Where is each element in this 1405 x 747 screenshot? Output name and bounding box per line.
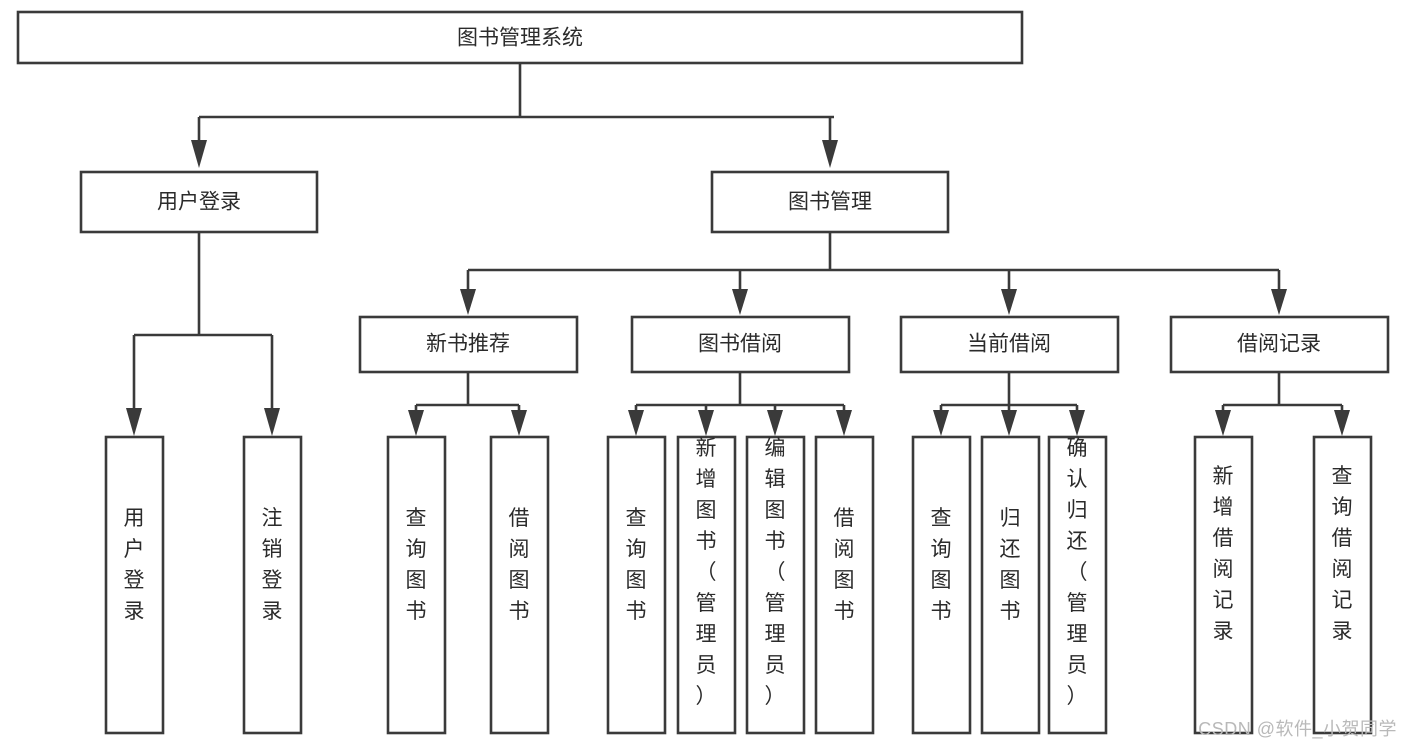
node-user-login-label: 用户登录 bbox=[157, 191, 241, 214]
node-current-borrow[interactable]: 当前借阅 bbox=[899, 315, 1120, 374]
node-borrow-record[interactable]: 借阅记录 bbox=[1169, 315, 1390, 374]
node-leaf-edit-book[interactable]: 编辑图书（管理员） bbox=[745, 435, 806, 735]
node-leaf-query-book-1[interactable]: 查询图书 bbox=[386, 435, 447, 735]
node-current-borrow-label: 当前借阅 bbox=[967, 333, 1051, 356]
node-leaf-add-record[interactable]: 新增借阅记录 bbox=[1193, 435, 1254, 735]
node-leaf-user-logout[interactable]: 注销登录 bbox=[242, 435, 303, 735]
node-new-book-recommend[interactable]: 新书推荐 bbox=[358, 315, 579, 374]
node-leaf-query-book-2-label: 查询图书 bbox=[626, 507, 647, 623]
connector-currentborrow-to-leaves bbox=[933, 372, 1085, 436]
node-leaf-borrow-book-2-label: 借阅图书 bbox=[834, 507, 855, 623]
node-root[interactable]: 图书管理系统 bbox=[16, 10, 1024, 65]
node-user-login[interactable]: 用户登录 bbox=[79, 170, 319, 234]
node-root-label: 图书管理系统 bbox=[457, 27, 583, 50]
node-borrow-record-label: 借阅记录 bbox=[1237, 333, 1321, 356]
node-book-manage[interactable]: 图书管理 bbox=[710, 170, 950, 234]
node-leaf-confirm-return[interactable]: 确认归还（管理员） bbox=[1047, 435, 1108, 735]
node-leaf-borrow-book-1[interactable]: 借阅图书 bbox=[489, 435, 550, 735]
node-leaf-query-book-1-label: 查询图书 bbox=[406, 507, 427, 623]
node-leaf-user-login-label: 用户登录 bbox=[124, 507, 145, 623]
node-leaf-query-record-label: 查询借阅记录 bbox=[1332, 465, 1353, 643]
node-leaf-add-book[interactable]: 新增图书（管理员） bbox=[676, 435, 737, 735]
node-leaf-user-login[interactable]: 用户登录 bbox=[104, 435, 165, 735]
connector-newbook-to-leaves bbox=[408, 372, 527, 436]
node-leaf-query-book-3[interactable]: 查询图书 bbox=[911, 435, 972, 735]
node-leaf-add-book-label: 新增图书（管理员） bbox=[696, 437, 717, 708]
node-leaf-borrow-book-2[interactable]: 借阅图书 bbox=[814, 435, 875, 735]
node-leaf-confirm-return-label: 确认归还（管理员） bbox=[1067, 437, 1088, 708]
connector-root-to-level1 bbox=[191, 63, 838, 168]
node-leaf-borrow-book-1-label: 借阅图书 bbox=[509, 507, 530, 623]
node-leaf-query-record[interactable]: 查询借阅记录 bbox=[1312, 435, 1373, 735]
node-leaf-add-record-label: 新增借阅记录 bbox=[1213, 465, 1234, 643]
node-leaf-edit-book-label: 编辑图书（管理员） bbox=[765, 437, 786, 708]
node-new-book-recommend-label: 新书推荐 bbox=[426, 333, 510, 356]
node-book-manage-label: 图书管理 bbox=[788, 191, 872, 214]
connector-borrowrecord-to-leaves bbox=[1215, 372, 1350, 436]
node-leaf-return-book[interactable]: 归还图书 bbox=[980, 435, 1041, 735]
node-leaf-user-logout-label: 注销登录 bbox=[262, 507, 283, 623]
node-leaf-query-book-3-label: 查询图书 bbox=[931, 507, 952, 623]
csdn-watermark: CSDN @软件_小贺同学 bbox=[1198, 719, 1397, 739]
connector-userlogin-to-leaves bbox=[126, 232, 280, 436]
node-leaf-return-book-label: 归还图书 bbox=[1000, 507, 1021, 623]
node-book-borrow-label: 图书借阅 bbox=[698, 333, 782, 356]
node-leaf-query-book-2[interactable]: 查询图书 bbox=[606, 435, 667, 735]
connector-bookborrow-to-leaves bbox=[628, 372, 852, 436]
node-book-borrow[interactable]: 图书借阅 bbox=[630, 315, 851, 374]
connector-bookmanage-to-level2 bbox=[460, 232, 1287, 315]
